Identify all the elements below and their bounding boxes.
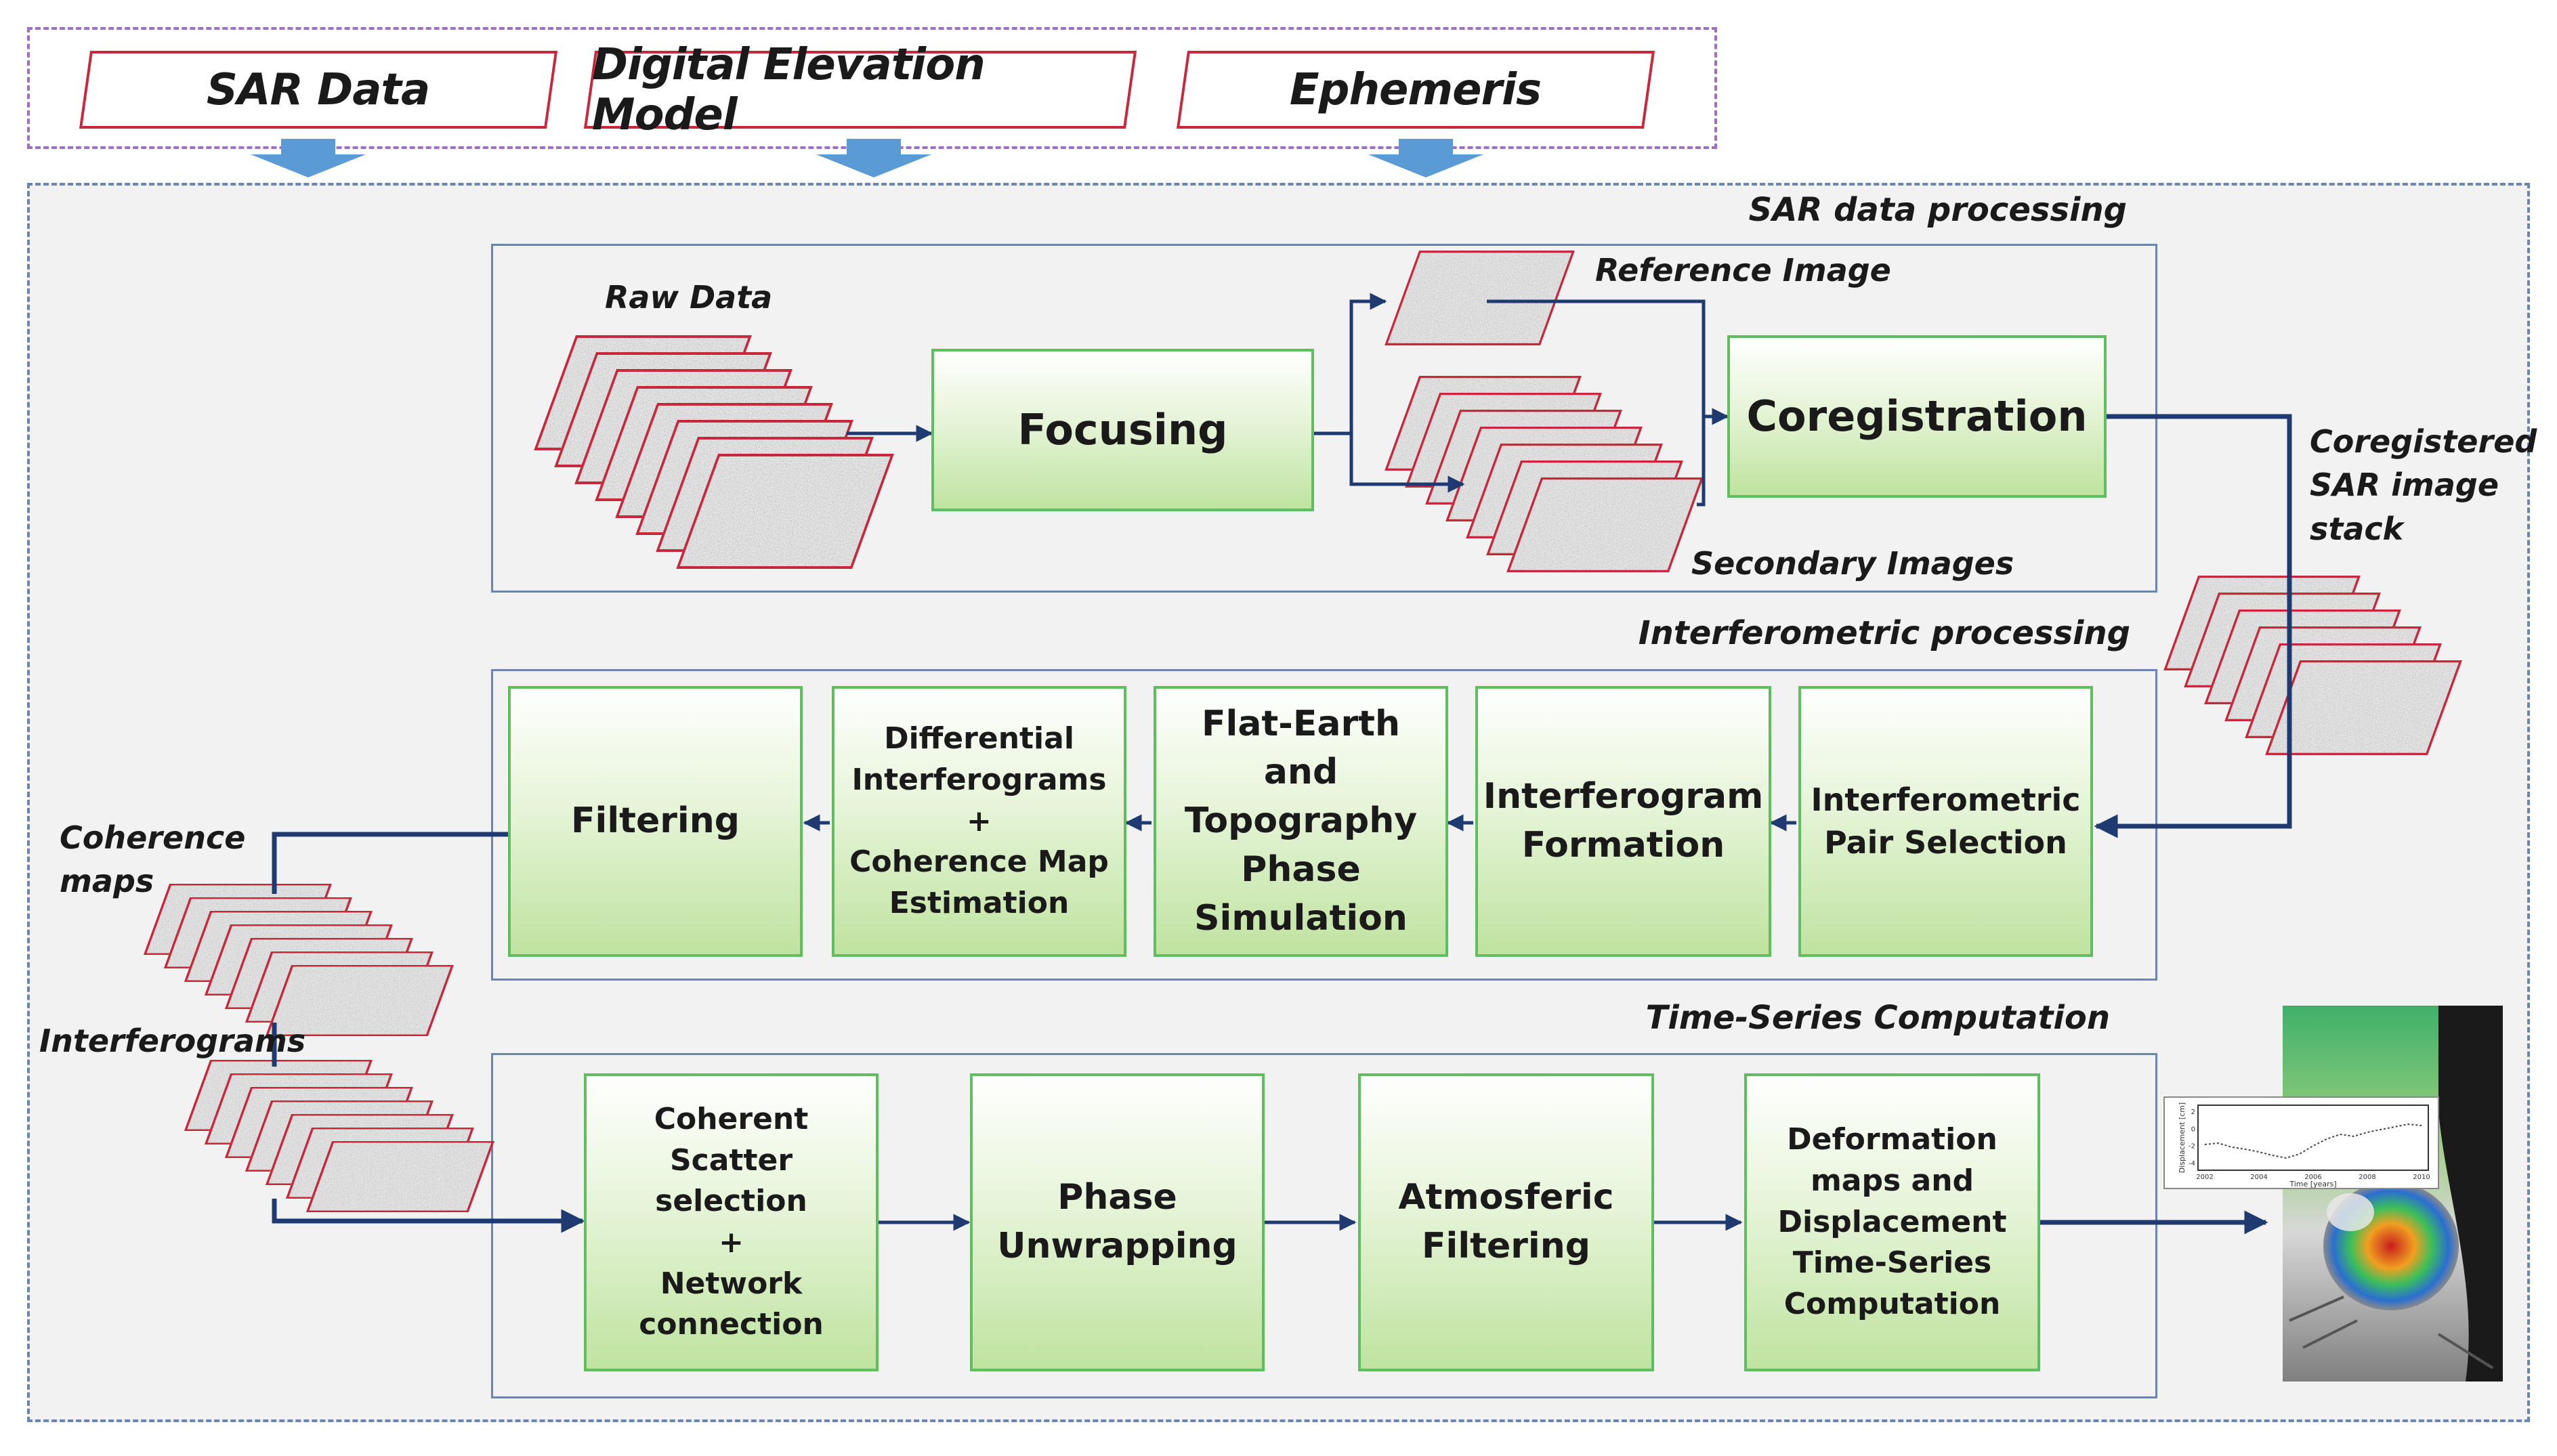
reference-image bbox=[1385, 251, 1575, 345]
box-coregistration: Coregistration bbox=[1727, 335, 2107, 498]
input-arrows bbox=[251, 139, 1483, 177]
box-interferogram-formation: Interferogram Formation bbox=[1475, 686, 1771, 957]
box-differential: Differential Interferograms + Coherence … bbox=[832, 686, 1126, 957]
section-timeseries: Time-Series Computation bbox=[1645, 999, 2110, 1037]
interferograms-stack bbox=[184, 1060, 494, 1212]
plot-x-tick: 2008 bbox=[2359, 1174, 2375, 1181]
label-raw-data: Raw Data bbox=[605, 279, 773, 316]
arrow-focusing-split bbox=[1311, 293, 1387, 435]
output-terrain-image bbox=[2283, 1006, 2503, 1382]
box-atmospheric-filtering: Atmosferic Filtering bbox=[1358, 1073, 1654, 1371]
arrow-coregistration-to-pair bbox=[2094, 414, 2292, 838]
label-reference-image: Reference Image bbox=[1595, 252, 1891, 288]
line-filtering-to-maps bbox=[272, 832, 515, 894]
label-secondary-images: Secondary Images bbox=[1691, 545, 2014, 582]
label-coherence-maps: Coherence maps bbox=[60, 819, 246, 900]
box-focusing: Focusing bbox=[931, 349, 1314, 511]
plot-y-tick: 0 bbox=[2191, 1126, 2195, 1133]
plot-y-tick: -2 bbox=[2189, 1143, 2195, 1151]
box-phase-unwrapping: Phase Unwrapping bbox=[970, 1073, 1265, 1371]
raw-data-stack bbox=[534, 335, 894, 569]
box-deformation: Deformation maps and Displacement Time-S… bbox=[1744, 1073, 2040, 1371]
section-sar-processing: SAR data processing bbox=[1748, 191, 2127, 229]
box-filtering: Filtering bbox=[508, 686, 803, 957]
plot-x-tick: 2002 bbox=[2196, 1174, 2213, 1181]
plot-y-tick: 2 bbox=[2191, 1109, 2195, 1116]
plot-y-tick: -4 bbox=[2189, 1160, 2195, 1168]
box-flat-earth: Flat-Earth and Topography Phase Simulati… bbox=[1154, 686, 1448, 957]
section-interferometric: Interferometric processing bbox=[1638, 614, 2130, 652]
plot-x-tick: 2010 bbox=[2413, 1174, 2430, 1181]
line-secondary-to-coregistration bbox=[1697, 416, 1706, 507]
arrow-focusing-secondary bbox=[1349, 433, 1465, 493]
output-displacement-plot: Displacement [cm] Time [years] 2002 2004 2… bbox=[2163, 1096, 2439, 1189]
coregistered-stack bbox=[2163, 576, 2462, 755]
plot-xlabel: Time [years] bbox=[2289, 1180, 2336, 1189]
label-interferograms: Interferograms bbox=[39, 1023, 306, 1059]
coherence-maps-stack bbox=[144, 884, 454, 1036]
arrow-to-coregistration bbox=[1487, 299, 1729, 425]
plot-x-tick: 2004 bbox=[2250, 1174, 2267, 1181]
secondary-images-stack bbox=[1385, 376, 1704, 572]
plot-ylabel: Displacement [cm] bbox=[2178, 1102, 2186, 1173]
box-coherent-scatter: Coherent Scatter selection + Network con… bbox=[584, 1073, 879, 1371]
box-pair-selection: Interferometric Pair Selection bbox=[1798, 686, 2093, 957]
plot-x-tick: 2006 bbox=[2304, 1174, 2321, 1181]
arrow-interferograms-to-scatter bbox=[272, 1199, 585, 1233]
label-coregistered-stack: Coregistered SAR image stack bbox=[2310, 423, 2537, 547]
